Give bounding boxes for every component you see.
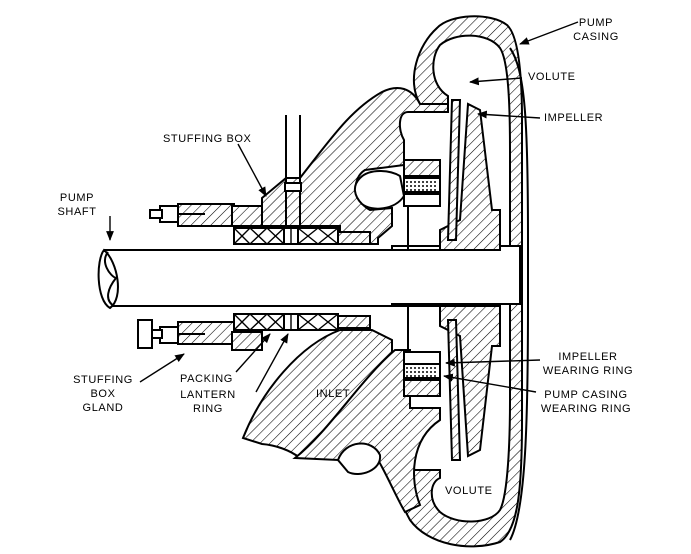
pump-casing-wearing-ring-label: PUMP CASING <box>544 389 627 401</box>
pump-shaft-label: PUMP <box>60 192 94 204</box>
inlet-label: INLET <box>316 388 350 400</box>
volute-top-label: VOLUTE <box>528 71 576 83</box>
stuffing-box-gland-bottom <box>159 321 263 351</box>
packing-lower <box>233 313 371 331</box>
stuffing-box-gland-label-line3: GLAND <box>83 402 124 414</box>
pump-casing-wearing-ring-label-line2: WEARING RING <box>541 403 631 415</box>
lantern-ring-label-line2: RING <box>193 403 223 415</box>
wearing-rings-lower <box>403 351 441 397</box>
stuffing-box-label: STUFFING BOX <box>163 133 252 145</box>
lantern-ring-shape <box>283 227 299 331</box>
lantern-ring-label: LANTERN <box>180 389 236 401</box>
volute-bottom-label: VOLUTE <box>445 485 493 497</box>
impeller-wearing-ring-label-line2: WEARING RING <box>543 365 633 377</box>
stuffing-box-housing <box>261 87 449 245</box>
pump-casing-label: PUMP <box>579 17 613 29</box>
stuffing-box-gland-top <box>159 203 263 227</box>
gland-studs <box>137 209 163 349</box>
labels: PUMP CASING VOLUTE IMPELLER STUFFING BOX… <box>57 17 633 497</box>
pump-shaft-label-line2: SHAFT <box>57 206 96 218</box>
packing-label: PACKING <box>180 373 233 385</box>
leader-lines <box>106 21 579 393</box>
impeller-wearing-ring-label: IMPELLER <box>558 351 617 363</box>
impeller-label: IMPELLER <box>544 112 603 124</box>
pump-casing-label-line2: CASING <box>573 31 619 43</box>
stuffing-box-gland-label: STUFFING <box>73 374 133 386</box>
wearing-rings-upper <box>403 159 441 207</box>
pump-shaft <box>97 245 521 310</box>
stuffing-box-gland-label-line2: BOX <box>90 388 115 400</box>
